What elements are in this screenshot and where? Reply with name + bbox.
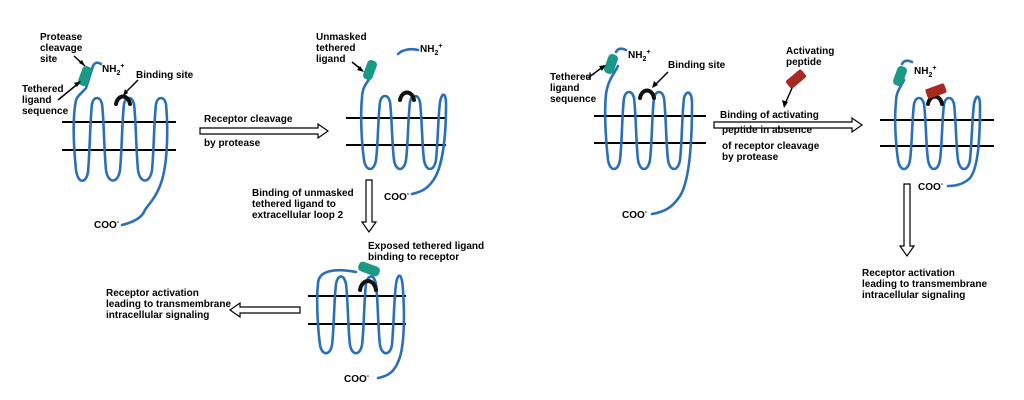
nh2-label: NH2+: [914, 65, 936, 79]
tethered-ligand-seq-label-3: sequence: [22, 106, 69, 117]
activation-arrow-right: [898, 183, 916, 258]
exposed-label-2: binding to receptor: [368, 252, 459, 263]
binding-activating-label-4: by protease: [722, 152, 779, 163]
tethered-ligand-seq-label-2: ligand: [22, 95, 51, 106]
nh2-label: NH2+: [628, 49, 650, 63]
binding-activating-label-2: peptide in absence: [722, 125, 812, 136]
activation-step-left: Receptor activation leading to transmemb…: [106, 288, 301, 321]
intact-receptor-group: Protease cleavage site NH2+ Binding site…: [22, 32, 194, 231]
by-protease-label: by protease: [204, 138, 261, 149]
binding-unmasked-label-3: extracellular loop 2: [252, 210, 344, 221]
unmasked-label-1: Unmasked: [316, 32, 367, 43]
protease-cleavage-label-3: site: [40, 54, 58, 65]
tethered-ligand-pointer-head: [74, 81, 81, 87]
tethered-ligand-pointer-head: [599, 65, 606, 71]
n-terminus-tail: [91, 61, 103, 68]
binding-site-mark: [398, 90, 416, 102]
coo-label: COO-: [918, 181, 944, 193]
unmasked-label-3: ligand: [316, 54, 345, 65]
receptor-chain: [603, 64, 694, 216]
tethered-binding-arrow: [360, 179, 378, 234]
activation-label-1: Receptor activation: [106, 288, 199, 299]
peptide-binding-arrow: [713, 116, 864, 134]
tethered-ligand-block: [78, 66, 92, 86]
binding-unmasked-label-2: tethered ligand to: [252, 199, 336, 210]
unmasked-pointer-head: [357, 66, 364, 72]
intact-receptor-right-group: NH2+ Binding site Tethered ligand sequen…: [550, 47, 726, 221]
receptor-chain: [893, 78, 982, 188]
tethered-ligand-seq-label-1: Tethered: [22, 84, 64, 95]
binding-site-mark: [638, 88, 656, 100]
nh2-label: NH2+: [420, 43, 442, 57]
coo-label: COO-: [94, 219, 120, 231]
tethered-ligand-seq-label-2: ligand: [550, 83, 579, 94]
peptide-activated-receptor-group: NH2+ COO-: [880, 59, 994, 193]
protease-cleavage-label-1: Protease: [40, 32, 83, 43]
cleaved-receptor-group: Unmasked tethered ligand NH2+ COO-: [316, 32, 448, 203]
tethered-ligand-seq-label-3: sequence: [550, 94, 597, 105]
activating-peptide-label-1: Activating: [786, 46, 834, 57]
binding-site-label: Binding site: [136, 70, 194, 81]
binding-site-label: Binding site: [668, 60, 726, 71]
unmasked-label-2: tethered: [316, 43, 355, 54]
peptide-pointer-arrow: [784, 87, 793, 105]
receptor-cleavage-step: Receptor cleavage by protease: [199, 114, 330, 149]
binding-unmasked-label-1: Binding of unmasked: [252, 188, 354, 199]
activation-right-label-1: Receptor activation: [862, 268, 955, 279]
tethered-ligand-block: [893, 66, 907, 86]
activation-label-3: intracellular signaling: [106, 310, 209, 321]
activating-peptide-block: [785, 69, 807, 89]
activated-receptor-group: Exposed tethered ligand binding to recep…: [308, 241, 484, 385]
receptor-chain: [315, 268, 406, 380]
peptide-pointer-head: [782, 100, 788, 108]
cleaved-n-terminus-fragment: [396, 47, 420, 56]
activation-arrow: [228, 301, 301, 319]
protease-cleavage-label-2: cleavage: [40, 43, 83, 54]
cleavage-pointer-head: [79, 60, 85, 66]
activation-right-label-3: intracellular signaling: [862, 290, 965, 301]
binding-activating-label-1: Binding of activating: [720, 110, 819, 121]
activating-peptide-label-2: peptide: [786, 57, 822, 68]
binding-site-pointer-head: [123, 89, 128, 96]
activation-step-right: Receptor activation leading to transmemb…: [862, 183, 987, 301]
activating-peptide-block: [925, 83, 947, 99]
tethered-ligand-block: [358, 261, 380, 277]
binding-site-mark: [114, 94, 132, 106]
binding-activating-label-3: of receptor cleavage: [722, 141, 820, 152]
receptor-cleavage-arrow: [199, 122, 330, 140]
coo-label: COO-: [344, 373, 370, 385]
n-terminus-tail: [614, 47, 628, 54]
receptor-cleavage-label: Receptor cleavage: [204, 114, 293, 125]
activating-peptide-step: Activating peptide Binding of activating…: [713, 46, 864, 163]
tethered-ligand-block: [363, 60, 377, 80]
n-terminus-tail: [900, 59, 914, 66]
activation-label-2: leading to transmembrane: [106, 299, 231, 310]
receptor-chain: [359, 76, 448, 196]
binding-site-mark: [358, 279, 378, 292]
exposed-label-1: Exposed tethered ligand: [368, 241, 484, 252]
coo-label: COO-: [384, 191, 410, 203]
tethered-ligand-block: [604, 54, 618, 74]
binding-site-pointer-head: [652, 81, 658, 88]
tethered-ligand-seq-label-1: Tethered: [550, 72, 592, 83]
receptor-chain: [72, 64, 169, 227]
nh2-label: NH2+: [102, 63, 124, 77]
tethered-binding-step: Binding of unmasked tethered ligand to e…: [252, 179, 378, 234]
activation-right-label-2: leading to transmembrane: [862, 279, 987, 290]
coo-label: COO-: [622, 209, 648, 221]
